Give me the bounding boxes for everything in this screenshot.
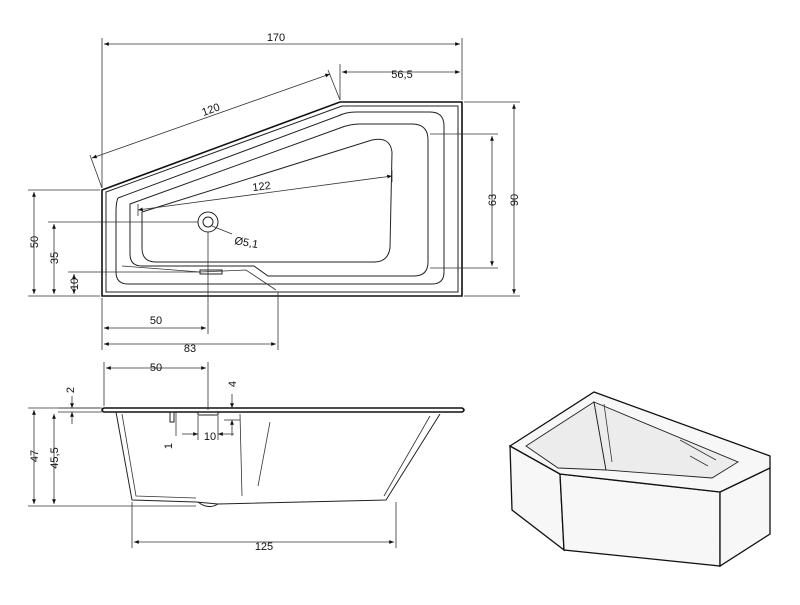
dimension-line-slanted-edge	[91, 73, 331, 159]
label-inner-diagonal: 122	[252, 180, 272, 194]
side-body-inner-right	[383, 415, 431, 497]
side-drain-nub	[197, 501, 219, 508]
tub-outer-outline	[101, 101, 463, 297]
side-body-outline	[115, 411, 441, 505]
side-label-bottom-length: 125	[255, 541, 273, 553]
tub-basin-outline	[129, 123, 429, 277]
top-view: 170 56,5 120 122 Ø5,1 90 63 50	[28, 32, 521, 355]
tub-basin-back	[593, 401, 739, 479]
dimension-line-inner-diagonal	[137, 174, 393, 212]
side-label-overflow-gap: 1	[163, 443, 175, 449]
label-drain-diameter: Ø5,1	[233, 235, 259, 251]
label-drain-x: 50	[150, 315, 162, 327]
label-right-segment: 56,5	[391, 69, 412, 81]
side-label-inner-height: 45,5	[49, 447, 61, 468]
side-label-rim-thickness: 2	[65, 387, 77, 393]
label-drain-height: 35	[49, 252, 61, 264]
side-overflow-slot	[197, 411, 219, 416]
side-overflow-left	[169, 411, 175, 423]
tub-basin-floor	[141, 138, 393, 263]
perspective-view	[508, 391, 771, 568]
tub-rim-outline	[105, 105, 459, 293]
drain-outer	[197, 211, 219, 233]
label-total-width: 170	[267, 32, 285, 44]
tub-inner-rim	[115, 111, 445, 285]
label-total-depth: 90	[509, 194, 521, 206]
label-left-height: 50	[29, 236, 41, 248]
side-label-overflow-top: 4	[227, 381, 239, 387]
side-body-inner	[121, 413, 197, 499]
side-label-total-height: 47	[29, 450, 41, 462]
side-rim	[101, 407, 465, 413]
drain-inner	[202, 216, 214, 228]
tub-step-contour	[121, 265, 277, 291]
side-label-drain-x: 50	[150, 362, 162, 374]
side-label-overflow-width: 10	[204, 431, 216, 443]
label-slanted-edge: 120	[200, 101, 221, 119]
side-view: 50 2 4 1 10 47 45,5 125	[28, 362, 465, 553]
label-inner-depth: 63	[487, 194, 499, 206]
label-step-x: 83	[184, 343, 196, 355]
label-offset-height: 10	[69, 278, 81, 290]
tub-overflow-slot	[199, 269, 223, 275]
